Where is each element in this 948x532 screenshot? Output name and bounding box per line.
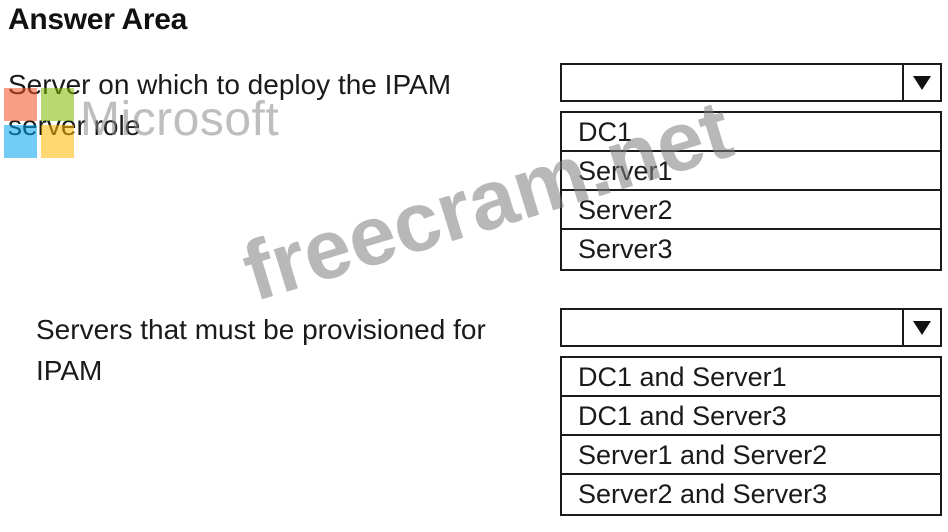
question-2-option-server2-server3[interactable]: Server2 and Server3 xyxy=(578,479,828,509)
logo-square-yellow xyxy=(41,125,74,158)
page-title: Answer Area xyxy=(8,3,187,36)
logo-square-green xyxy=(41,88,74,121)
microsoft-logo-icon xyxy=(4,88,74,158)
question-1-option-server3[interactable]: Server3 xyxy=(578,234,673,264)
question-2-option-dc1-server1[interactable]: DC1 and Server1 xyxy=(562,358,940,397)
logo-square-red xyxy=(4,88,37,121)
question-2-dropdown-button[interactable] xyxy=(902,310,940,345)
question-1-dropdown-button[interactable] xyxy=(902,65,940,100)
triangle-down-icon xyxy=(913,75,931,90)
question-2-options-list: DC1 and Server1 DC1 and Server3 Server1 … xyxy=(560,356,942,516)
question-1-options-list: DC1 Server1 Server2 Server3 xyxy=(560,111,942,271)
question-2-option-server1-server2[interactable]: Server1 and Server2 xyxy=(562,436,940,475)
question-1-option-dc1[interactable]: DC1 xyxy=(562,113,940,152)
question-1-option-server1[interactable]: Server1 xyxy=(562,152,940,191)
logo-square-blue xyxy=(4,125,37,158)
triangle-down-icon xyxy=(913,320,931,335)
microsoft-watermark: Microsoft xyxy=(80,93,280,146)
question-1-select[interactable] xyxy=(560,63,942,102)
question-1-option-server2[interactable]: Server2 xyxy=(562,191,940,230)
question-1-dropdown: DC1 Server1 Server2 Server3 xyxy=(560,63,942,271)
question-2-option-dc1-server3[interactable]: DC1 and Server3 xyxy=(562,397,940,436)
question-2-select[interactable] xyxy=(560,308,942,347)
question-2-dropdown: DC1 and Server1 DC1 and Server3 Server1 … xyxy=(560,308,942,516)
question-2-label: Servers that must be provisioned for IPA… xyxy=(36,314,486,386)
